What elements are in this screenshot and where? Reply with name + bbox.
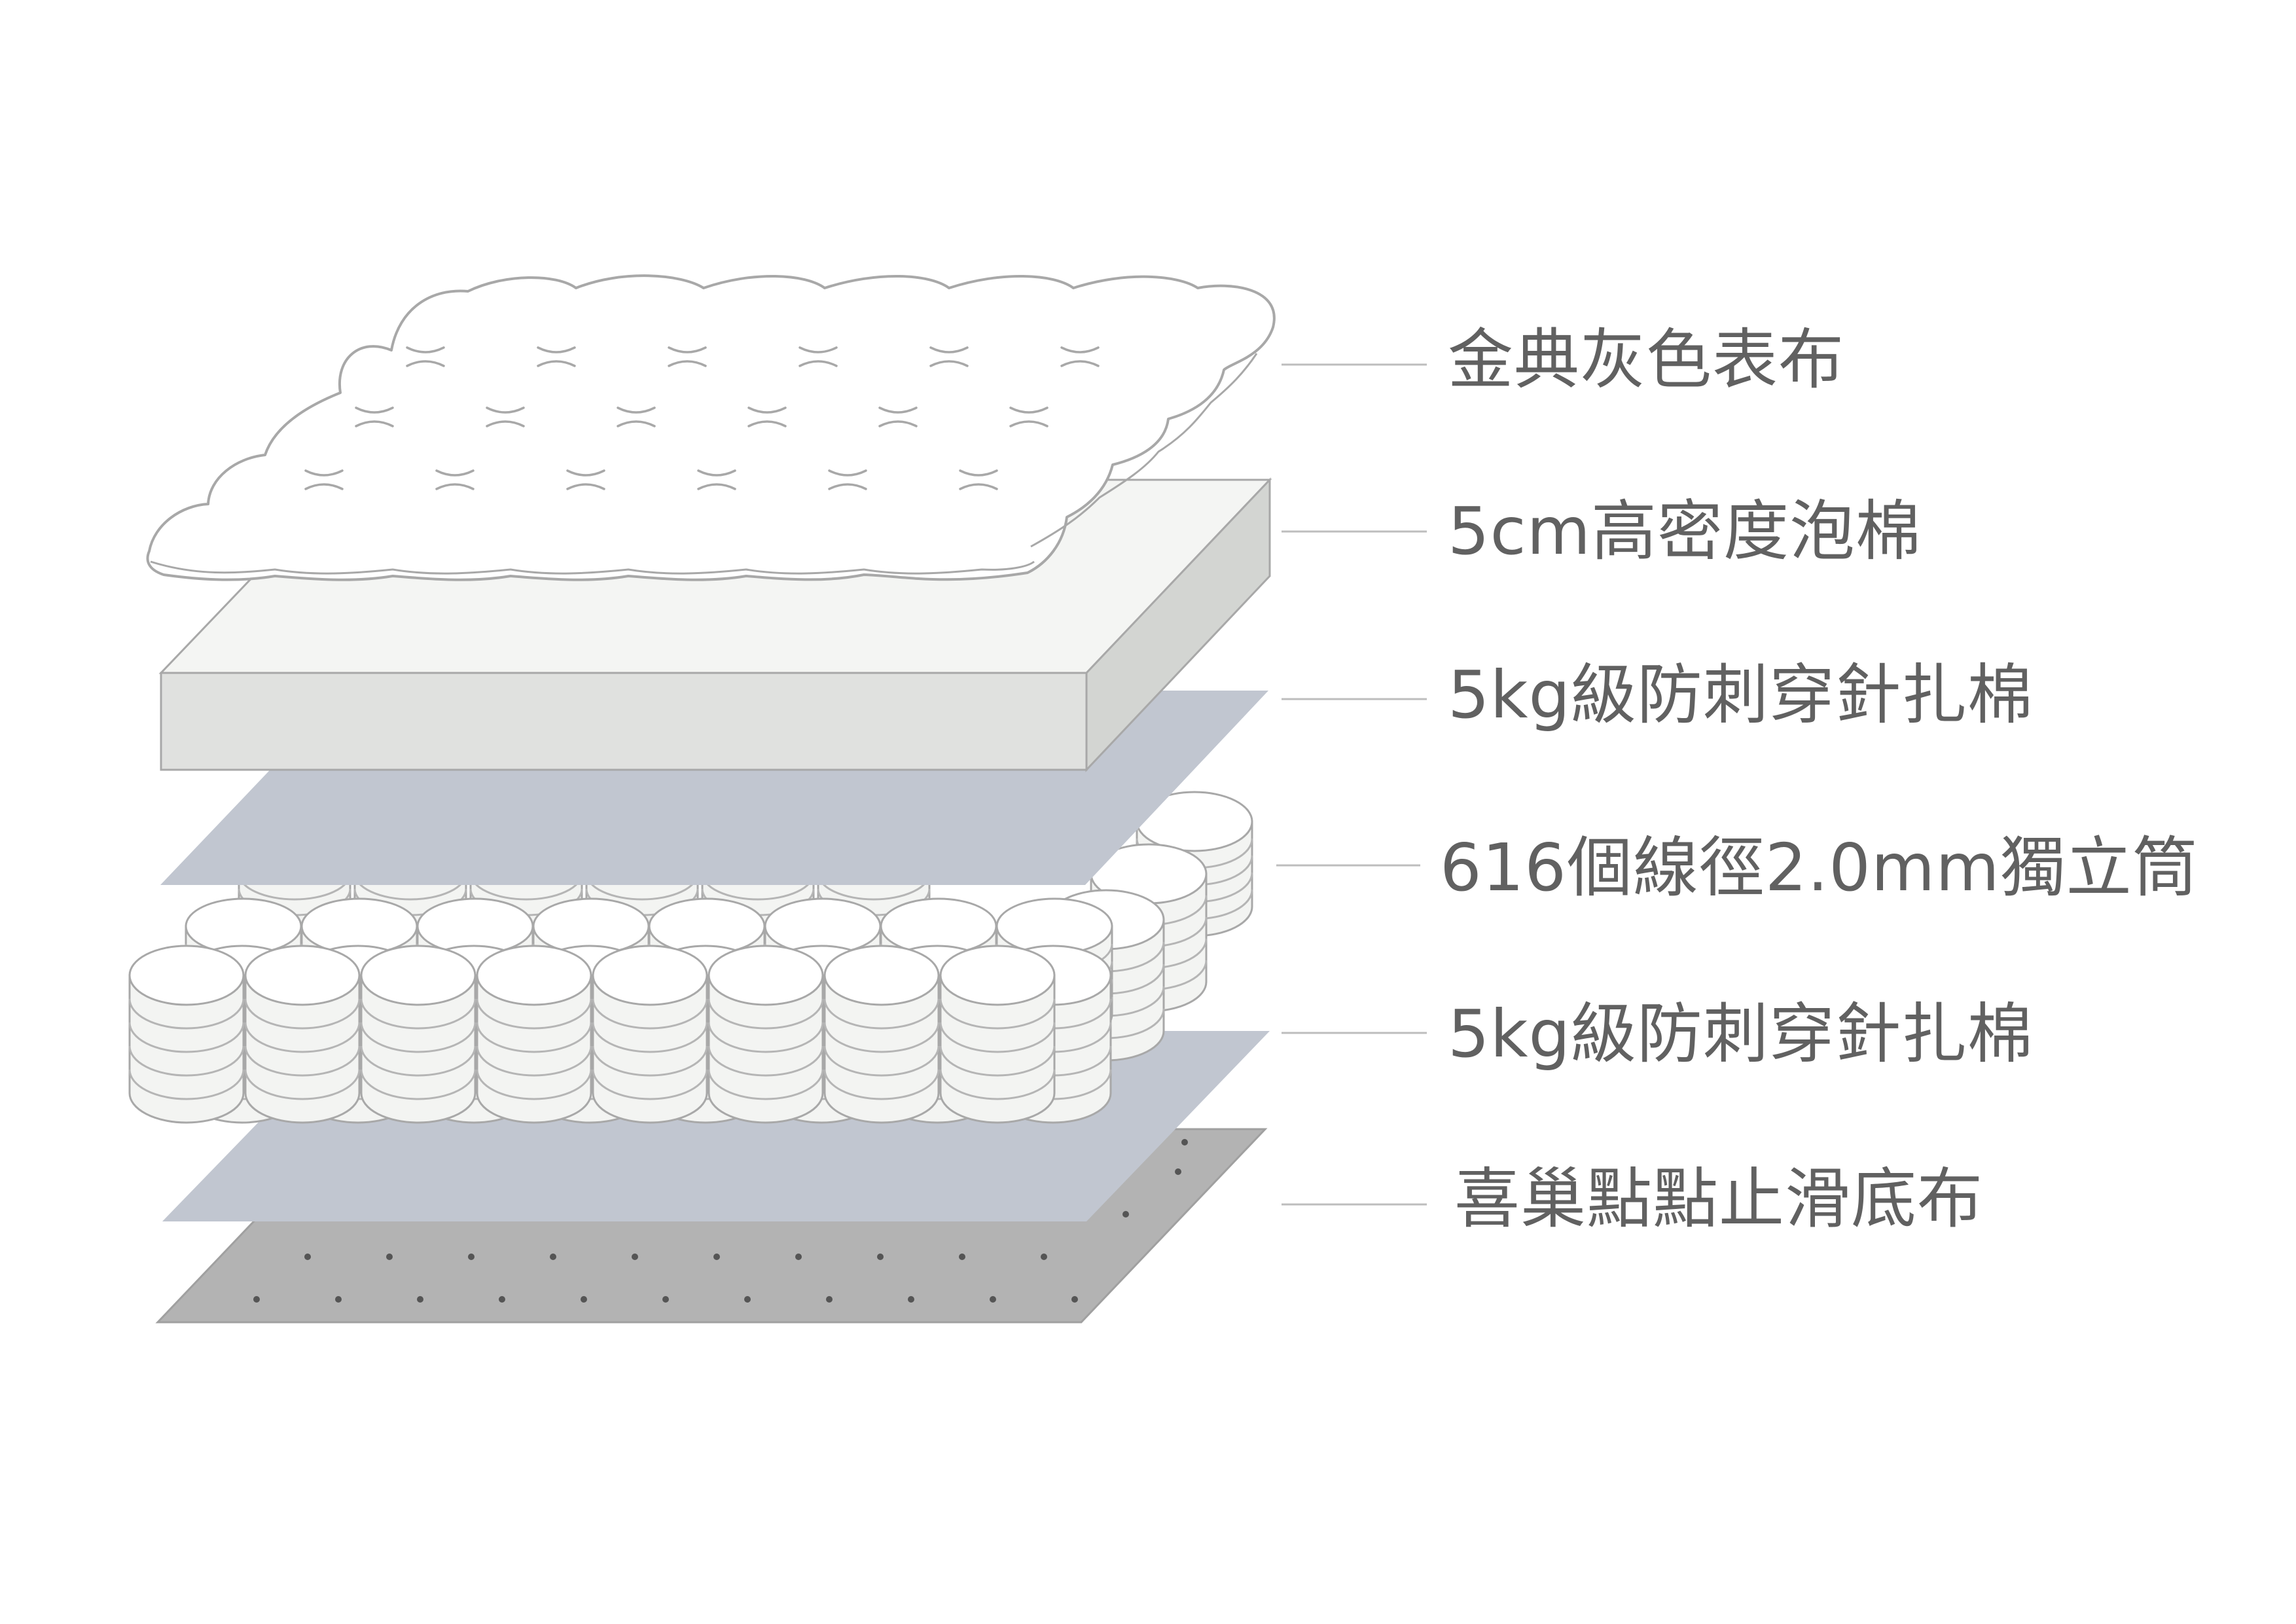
tuft-mark <box>747 406 787 427</box>
tuft-mark <box>668 346 707 367</box>
pocket-spring-coil <box>708 945 824 1124</box>
base-dot <box>795 1254 802 1260</box>
leader-lines <box>1276 363 1427 1206</box>
tuft-mark <box>304 469 344 490</box>
tuft-mark <box>697 469 736 490</box>
foam-slab-front-face <box>160 672 1088 771</box>
foam-slab-side-face <box>1085 477 1271 772</box>
tuft-mark <box>929 346 969 367</box>
base-dot <box>1071 1296 1078 1303</box>
base-dot <box>908 1296 914 1303</box>
label-felt-bottom: 5kg級防刺穿針扎棉 <box>1448 996 2034 1072</box>
base-dot <box>713 1254 720 1260</box>
tuft-mark <box>878 406 918 427</box>
pillow-top-fabric-layer <box>146 274 1276 581</box>
pocket-spring-coil <box>476 945 592 1124</box>
base-dot <box>581 1296 587 1303</box>
tuft-mark <box>406 346 445 367</box>
tuft-marks <box>304 346 1100 490</box>
base-dot <box>744 1296 751 1303</box>
base-dot <box>826 1296 833 1303</box>
base-dot <box>877 1254 884 1260</box>
label-felt-top: 5kg級防刺穿針扎棉 <box>1448 657 2034 733</box>
pocket-spring-coil <box>939 945 1056 1124</box>
base-dot <box>499 1296 505 1303</box>
pocket-spring-coil <box>823 945 940 1124</box>
tuft-mark <box>1060 346 1100 367</box>
base-dot <box>959 1254 965 1260</box>
tuft-mark <box>1009 406 1049 427</box>
pocket-spring-coil <box>592 945 708 1124</box>
base-dot <box>253 1296 260 1303</box>
base-dot <box>990 1296 996 1303</box>
label-foam: 5cm高密度泡棉 <box>1448 493 1922 569</box>
tuft-mark <box>566 469 605 490</box>
base-dot <box>417 1296 423 1303</box>
tuft-mark <box>617 406 656 427</box>
base-dot <box>632 1254 638 1260</box>
tuft-mark <box>486 406 525 427</box>
tuft-mark <box>435 469 475 490</box>
pocket-spring-coil <box>244 945 361 1124</box>
base-dot <box>1181 1139 1188 1146</box>
label-pocket-springs: 616個線徑2.0mm獨立筒 <box>1440 829 2198 906</box>
label-base-fabric: 喜巢點點止滑底布 <box>1454 1161 1983 1237</box>
label-fabric-top: 金典灰色表布 <box>1448 321 1844 398</box>
base-dot <box>386 1254 393 1260</box>
tuft-mark <box>537 346 576 367</box>
base-dot <box>468 1254 475 1260</box>
pocket-spring-coil <box>360 945 476 1124</box>
pocket-spring-coil <box>128 945 245 1124</box>
base-dot <box>304 1254 311 1260</box>
base-dot <box>1041 1254 1047 1260</box>
tuft-mark <box>828 469 867 490</box>
base-dot <box>1122 1211 1129 1218</box>
base-dot <box>1175 1168 1181 1175</box>
pillow-top-bottom-edge <box>150 353 1258 575</box>
tuft-mark <box>959 469 998 490</box>
tuft-mark <box>355 406 394 427</box>
tuft-mark <box>798 346 838 367</box>
base-dot <box>335 1296 342 1303</box>
base-dot <box>662 1296 669 1303</box>
base-dot <box>550 1254 556 1260</box>
